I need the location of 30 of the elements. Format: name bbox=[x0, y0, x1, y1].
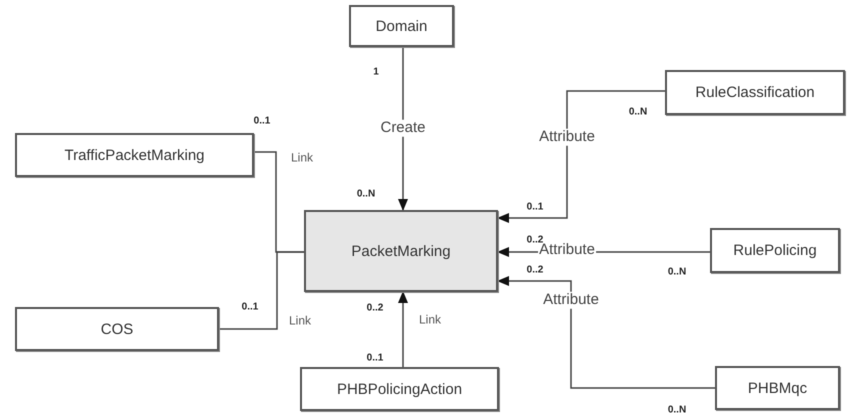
edge-label: Link bbox=[418, 313, 442, 327]
edge-label: Link bbox=[290, 151, 314, 165]
class-box: TrafficPacketMarking bbox=[15, 133, 254, 177]
class-box: PacketMarking bbox=[304, 210, 498, 292]
multiplicity-label: 0..N bbox=[628, 106, 648, 118]
multiplicity-label: 0..N bbox=[668, 404, 686, 416]
association-line bbox=[219, 251, 304, 330]
multiplicity-label: 0..2 bbox=[526, 264, 544, 276]
edge-label: Attribute bbox=[542, 292, 600, 308]
association-line bbox=[497, 276, 715, 389]
association-line bbox=[398, 291, 408, 367]
edge-label: Attribute bbox=[538, 128, 596, 146]
class-box: Domain bbox=[349, 5, 454, 47]
class-box: PHBMqc bbox=[715, 366, 840, 410]
multiplicity-label: 0..1 bbox=[242, 302, 258, 312]
multiplicity-label: 0..2 bbox=[366, 302, 384, 314]
class-box: PHBPolicingAction bbox=[300, 367, 499, 411]
edge-label: Create bbox=[379, 120, 427, 136]
association-line bbox=[497, 90, 665, 223]
multiplicity-label: 0..N bbox=[668, 266, 686, 278]
multiplicity-label: 0..1 bbox=[366, 352, 384, 364]
class-box: COS bbox=[15, 307, 219, 351]
multiplicity-label: 1 bbox=[373, 66, 379, 78]
multiplicity-label: 0..N bbox=[356, 188, 376, 200]
edge-label: Link bbox=[288, 314, 312, 328]
association-line bbox=[398, 47, 408, 211]
class-box: RulePolicing bbox=[710, 228, 840, 273]
multiplicity-label: 0..1 bbox=[254, 116, 270, 126]
class-box: RuleClassification bbox=[665, 70, 845, 115]
multiplicity-label: 0..1 bbox=[526, 202, 544, 212]
